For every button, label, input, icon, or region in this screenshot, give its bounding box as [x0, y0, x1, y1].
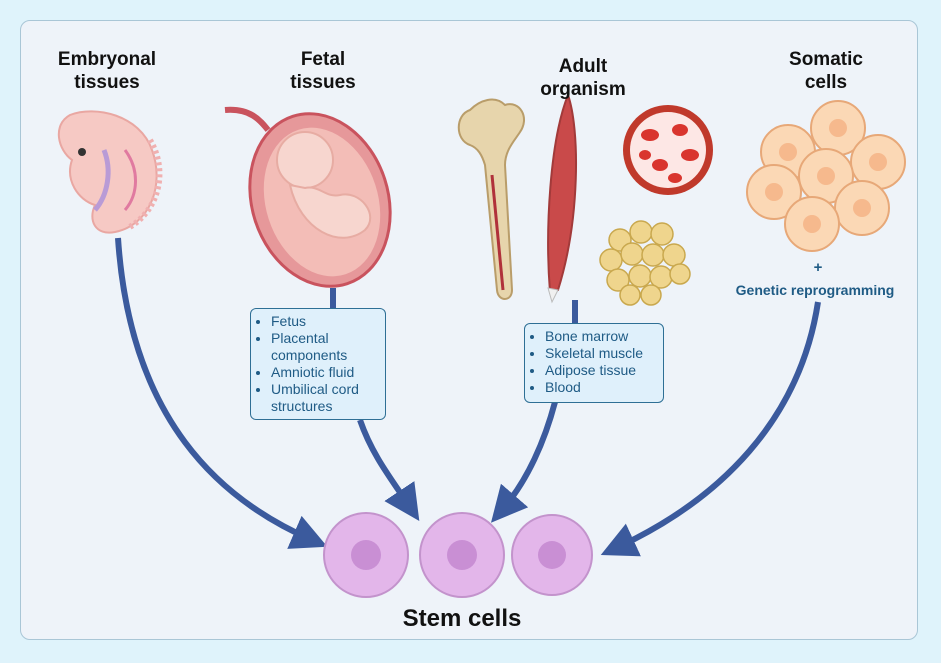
list-item: Bone marrow: [545, 328, 655, 345]
embryo-icon: [58, 110, 163, 234]
heading-embryonal-tissues: Embryonal tissues: [22, 48, 192, 94]
bone-icon: [457, 98, 525, 300]
heading-line: Fetal: [300, 49, 346, 70]
list-item: Adipose tissue: [545, 362, 655, 379]
list-item: Placental components: [271, 330, 377, 364]
fetal-sources-list: Fetus Placental components Amniotic flui…: [257, 313, 377, 415]
arrow-fetal-to-stem: [357, 419, 420, 521]
arrow-adult-to-stem: [491, 401, 558, 523]
muscle-icon: [547, 92, 577, 304]
plus-sign: +: [813, 259, 823, 276]
adipose-cells-icon: [599, 220, 691, 306]
heading-line: tissues: [74, 72, 140, 93]
heading-line: Embryonal: [57, 49, 157, 70]
pregnant-uterus-icon: [224, 106, 392, 288]
stem-cell-icon: [323, 512, 593, 598]
arrow-somatic-to-stem: [600, 301, 821, 557]
somatic-cells-icon: [746, 100, 906, 252]
heading-line: tissues: [290, 72, 356, 93]
heading-somatic-cells: Somatic cells: [741, 48, 911, 94]
list-item: Skeletal muscle: [545, 345, 655, 362]
heading-line: cells: [804, 72, 848, 93]
heading-adult-organism: Adult organism: [498, 55, 668, 101]
fetal-sources-box: Fetus Placental components Amniotic flui…: [250, 308, 386, 420]
list-item: Umbilical cord structures: [271, 381, 377, 415]
heading-line: Adult: [558, 56, 608, 77]
genetic-reprogramming-label: Genetic reprogramming: [735, 282, 895, 298]
heading-line: organism: [540, 79, 626, 100]
list-item: Amniotic fluid: [271, 364, 377, 381]
blood-cells-icon: [623, 105, 713, 195]
list-item: Blood: [545, 379, 655, 396]
heading-line: Somatic: [789, 49, 863, 70]
list-item: Fetus: [271, 313, 377, 330]
adult-sources-list: Bone marrow Skeletal muscle Adipose tiss…: [531, 328, 655, 396]
adult-sources-box: Bone marrow Skeletal muscle Adipose tiss…: [524, 323, 664, 403]
heading-fetal-tissues: Fetal tissues: [238, 48, 408, 94]
arrow-embryonal-to-stem: [115, 237, 328, 549]
stem-cells-label: Stem cells: [402, 605, 522, 632]
